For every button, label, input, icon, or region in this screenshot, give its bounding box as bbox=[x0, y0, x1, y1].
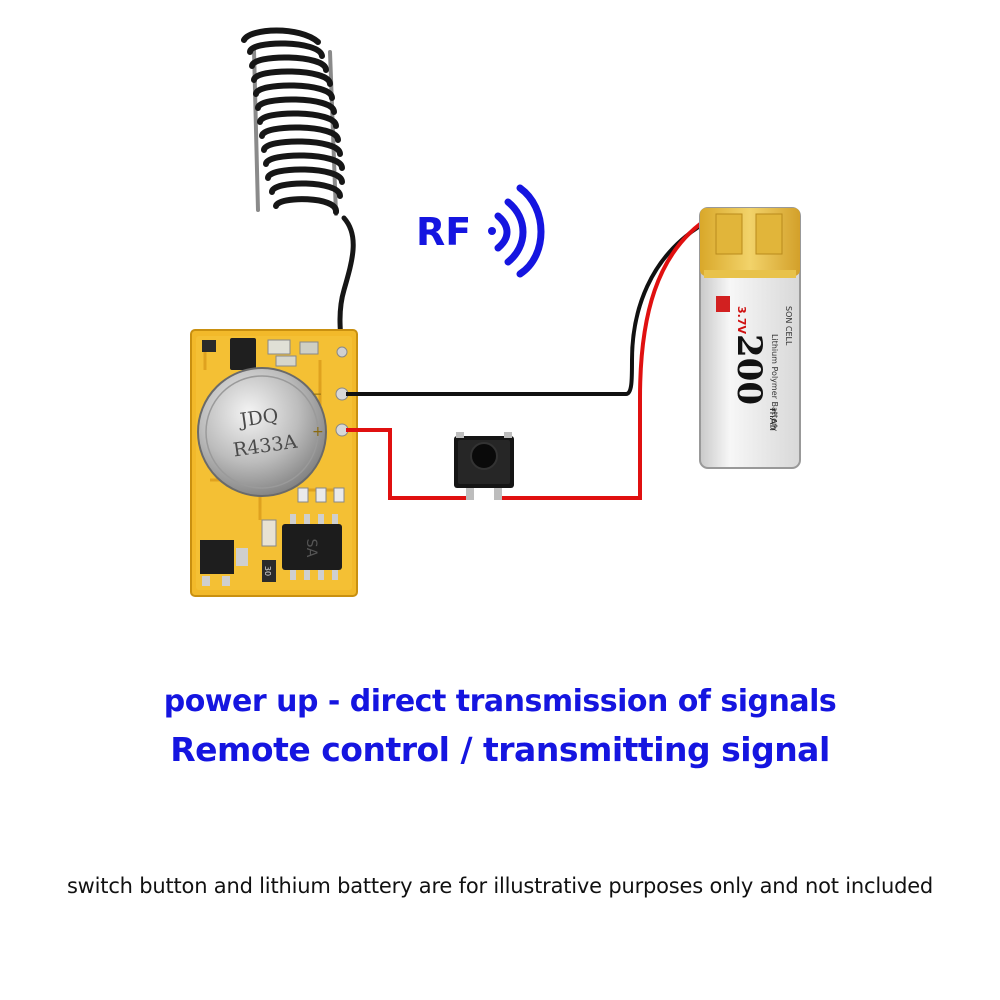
rf-dot bbox=[488, 227, 496, 235]
battery-voltage: 3.7V bbox=[735, 306, 748, 334]
rf-signal-label: RF bbox=[416, 184, 545, 278]
svg-text:−: − bbox=[312, 387, 322, 401]
resistor-marking: 30 bbox=[263, 566, 272, 576]
red-wire bbox=[346, 214, 714, 500]
push-button bbox=[454, 432, 514, 500]
ic-chip: SA bbox=[282, 514, 342, 580]
battery-brand: SON CELL bbox=[784, 306, 793, 346]
antenna-coil bbox=[241, 27, 356, 355]
crystal-resonator bbox=[197, 367, 327, 497]
battery-capacity: 200 bbox=[729, 334, 769, 405]
disclaimer-note: switch button and lithium battery are fo… bbox=[66, 874, 934, 898]
chip-marking: SA bbox=[303, 539, 319, 558]
headline-line2: Remote control / transmitting signal bbox=[170, 730, 830, 769]
black-wire bbox=[346, 224, 702, 396]
battery-type: Lithium Polymer Battery bbox=[770, 334, 779, 431]
illustration: JDQ R433A − + SA 30 bbox=[190, 27, 801, 597]
headline-line1: power up - direct transmission of signal… bbox=[163, 684, 837, 719]
pad-antenna bbox=[336, 346, 348, 358]
battery-logo bbox=[716, 296, 730, 312]
rf-text: RF bbox=[416, 210, 471, 254]
transmitter-pcb: JDQ R433A − + SA 30 bbox=[190, 329, 358, 597]
rf-wave-small bbox=[494, 212, 511, 252]
battery-unit: mAh bbox=[767, 408, 778, 431]
rf-wave-large bbox=[516, 184, 545, 278]
lithium-battery: 200 mAh 3.7V Lithium Polymer Battery SON… bbox=[699, 207, 801, 469]
svg-text:+: + bbox=[312, 424, 324, 440]
rf-wave-medium bbox=[504, 198, 527, 266]
